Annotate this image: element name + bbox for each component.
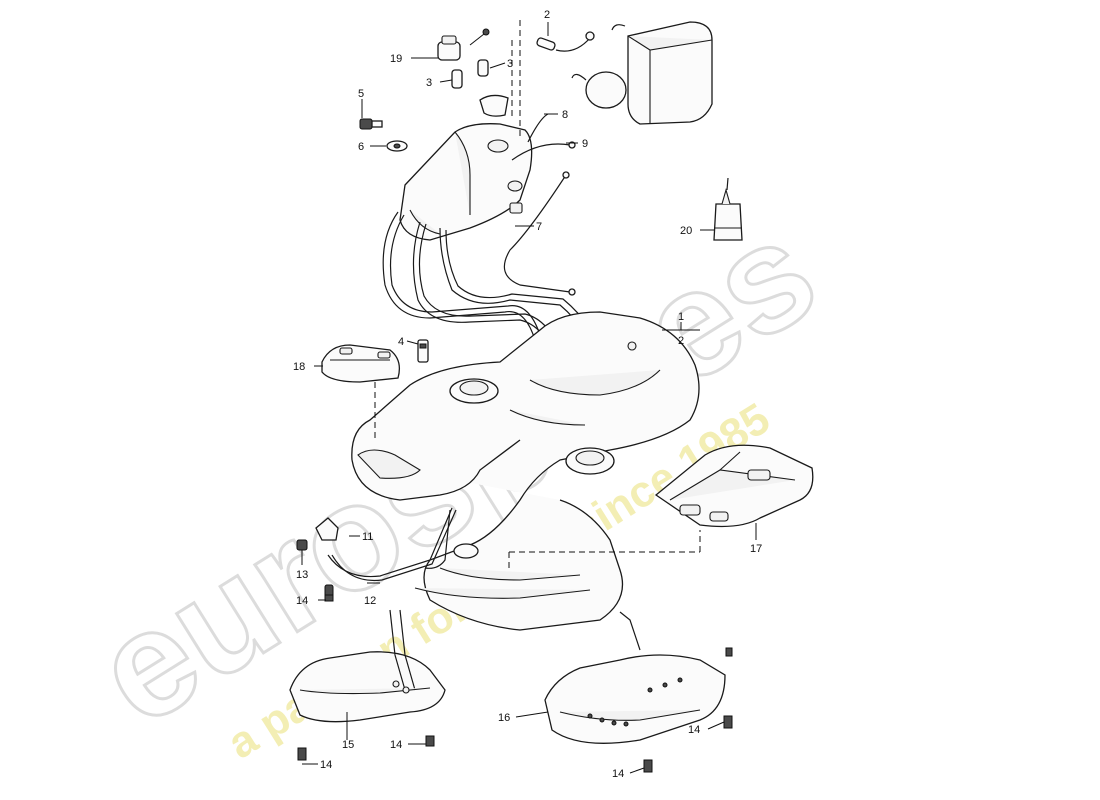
- bolts-14: [297, 594, 733, 773]
- label-part-2-tank: 2: [678, 335, 684, 347]
- label-part-14-b: 14: [390, 739, 402, 751]
- label-part-4: 4: [398, 336, 404, 348]
- heat-shield-17: [654, 444, 814, 528]
- label-part-18: 18: [293, 361, 305, 373]
- sealant-bottle: [713, 177, 743, 241]
- vent-hose: [536, 31, 595, 52]
- label-part-9: 9: [582, 138, 588, 150]
- expansion-tank: [399, 123, 533, 241]
- label-part-13: 13: [296, 569, 308, 581]
- fuel-tank: [351, 311, 700, 631]
- label-part-14-c: 14: [320, 759, 332, 771]
- label-part-15: 15: [342, 739, 354, 751]
- label-part-5: 5: [358, 88, 364, 100]
- label-part-6: 6: [358, 141, 364, 153]
- label-part-19: 19: [390, 53, 402, 65]
- label-part-20: 20: [680, 225, 692, 237]
- label-part-3-right: 3: [507, 58, 513, 70]
- label-part-8: 8: [562, 109, 568, 121]
- bracket-and-strap: [296, 507, 457, 598]
- part-labels: 2 19 3 3 5 6 8 9 7 20 1 2 4 18 11 17 13 …: [293, 9, 762, 780]
- label-part-12: 12: [364, 595, 376, 607]
- bolt-and-washer: [359, 118, 408, 152]
- label-part-7: 7: [536, 221, 542, 233]
- label-part-17: 17: [750, 543, 762, 555]
- fitting-4: [417, 339, 429, 363]
- label-part-3-left: 3: [426, 77, 432, 89]
- label-part-16: 16: [498, 712, 510, 724]
- leader-lines: [301, 22, 757, 774]
- label-part-14-e: 14: [612, 768, 624, 780]
- shield-16-holes: [587, 677, 683, 727]
- carbon-canister: [571, 21, 713, 125]
- filler-neck-parts: [437, 28, 509, 117]
- heat-shield-18: [321, 344, 401, 383]
- heat-shield-15: [289, 609, 446, 723]
- label-part-14-a: 14: [296, 595, 308, 607]
- label-part-11: 11: [362, 531, 373, 543]
- label-part-14-d: 14: [688, 724, 700, 736]
- label-part-2-top: 2: [544, 9, 550, 21]
- heat-shield-16: [544, 611, 726, 744]
- label-part-1: 1: [678, 311, 684, 323]
- assembly-lines: [374, 20, 701, 570]
